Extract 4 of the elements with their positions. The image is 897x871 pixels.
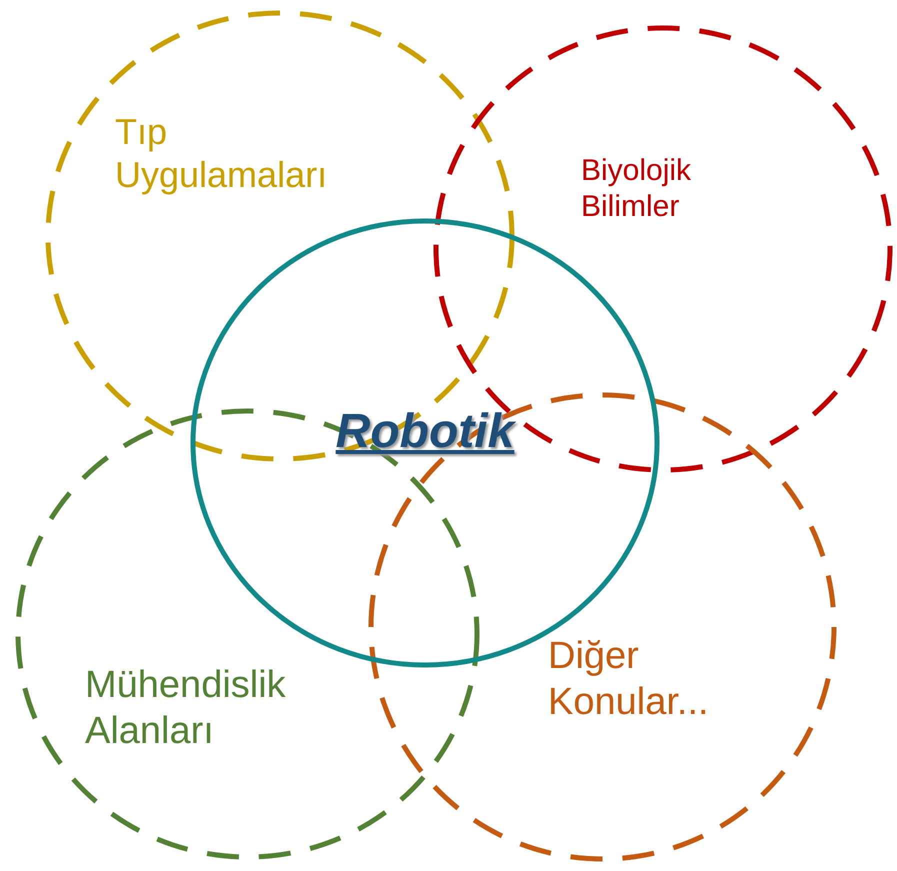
circle-label: Tıp Uygulamaları <box>115 110 328 196</box>
circle-label: Mühendislik Alanları <box>85 663 287 754</box>
circle-label: Diğer Konular... <box>548 634 710 725</box>
circle-label: Biyolojik Bilimler <box>581 153 692 225</box>
